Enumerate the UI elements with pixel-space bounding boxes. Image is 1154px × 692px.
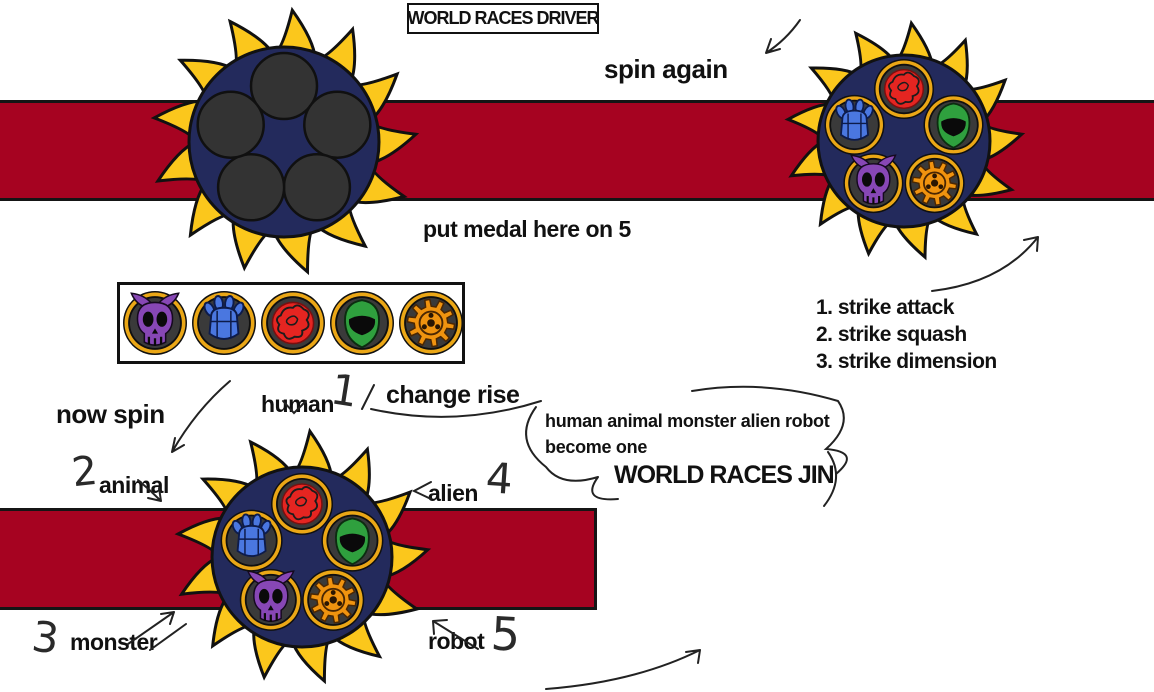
medal-alien [330, 291, 394, 355]
slot-label-robot: robot [428, 628, 485, 654]
put-medal-label: put medal here on 5 [423, 216, 631, 242]
driver-wheel-spun [776, 13, 1032, 274]
medal-human [271, 473, 333, 535]
arrow-bottom-curve [545, 649, 701, 690]
medal-tray [117, 282, 465, 369]
bubble-line-3: WORLD RACES JIN [614, 461, 835, 489]
strike-item-2: 2. strike squash [816, 323, 967, 346]
bubble-line-1: human animal monster alien robot [545, 411, 830, 431]
slot-label-animal: animal [99, 472, 169, 498]
empty-medal-slot [196, 90, 265, 159]
empty-medal-slot [303, 90, 372, 159]
medal-human [261, 291, 325, 355]
medal-alien [321, 509, 384, 572]
bubble-line-2: become one [545, 437, 648, 457]
slot-number-animal: 2 [69, 447, 100, 497]
medal-animal [824, 94, 885, 155]
now-spin-label: now spin [56, 399, 165, 429]
slot-number-alien: 4 [484, 453, 515, 504]
medal-robot [302, 568, 365, 631]
medal-monster [123, 291, 187, 355]
medal-monster [843, 153, 904, 214]
medal-robot [904, 153, 965, 214]
driver-wheel-labeled [166, 421, 438, 692]
empty-medal-slot [282, 153, 352, 222]
slot-number-robot: 5 [489, 606, 522, 662]
strike-item-3: 3. strike dimension [816, 350, 997, 373]
empty-medal-slot [249, 51, 319, 121]
medal-animal [192, 291, 256, 355]
slot-label-monster: monster [70, 629, 158, 655]
change-rise-label: change rise [386, 381, 520, 409]
medal-human [874, 59, 934, 119]
slot-number-human: 1 [327, 364, 362, 417]
medal-animal [220, 509, 283, 572]
medal-alien [923, 94, 984, 155]
spin-again-label: spin again [604, 54, 728, 84]
empty-medal-slot [216, 153, 286, 222]
slot-label-human: human [261, 391, 334, 417]
driver-wheel-empty [142, 0, 426, 289]
page-title: WORLD RACES DRIVER [407, 8, 600, 28]
title-box: WORLD RACES DRIVER [407, 3, 600, 34]
strike-item-1: 1. strike attack [816, 296, 954, 319]
slot-number-monster: 3 [29, 611, 62, 664]
slot-label-alien: alien [428, 480, 478, 506]
medal-monster [239, 568, 302, 631]
medal-robot [399, 291, 463, 355]
